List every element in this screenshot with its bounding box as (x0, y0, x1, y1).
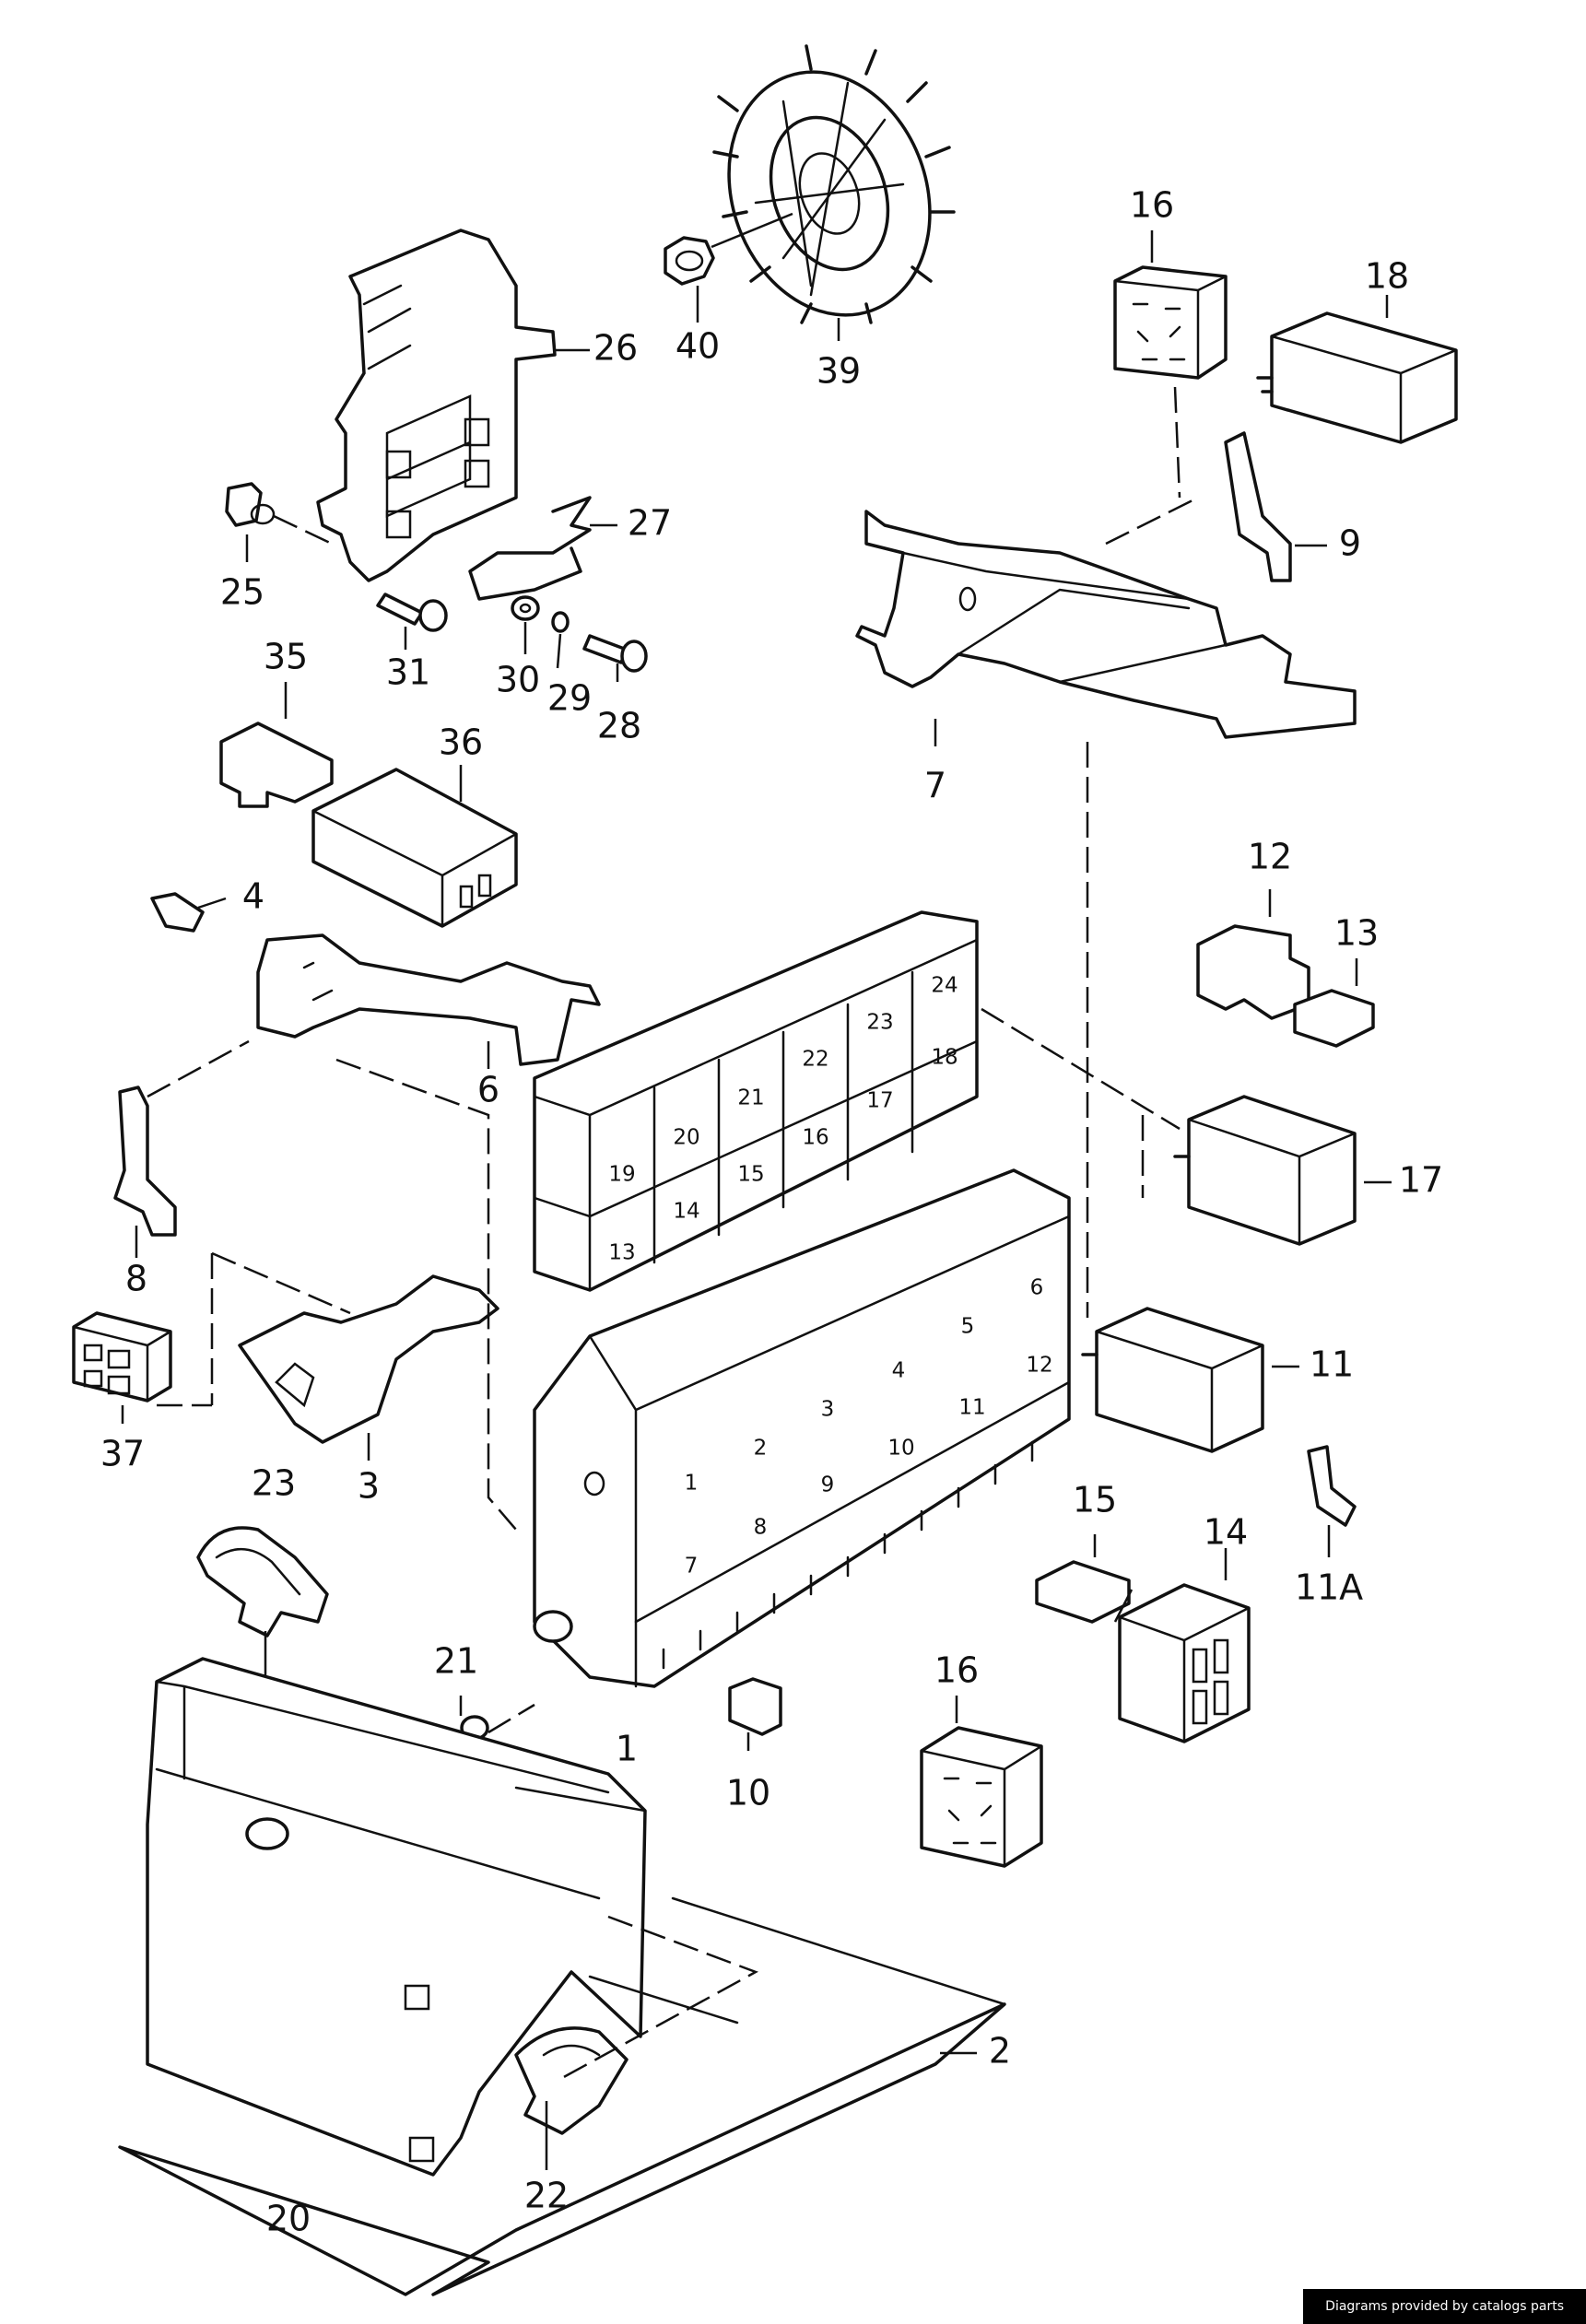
callout-37: 37 (100, 1434, 145, 1474)
fuse-pos-2: 2 (754, 1437, 768, 1461)
bracket-assembly-part (316, 229, 617, 601)
fuse-pos-3: 3 (821, 1398, 835, 1422)
callout-26: 26 (593, 328, 638, 369)
relay-pos-19: 19 (608, 1163, 635, 1187)
clip-25-part (225, 482, 333, 562)
relay-17-part (1173, 1095, 1392, 1246)
bracket-7-part (855, 510, 1357, 746)
connector-13-part (1293, 958, 1375, 1048)
washers-screw-28-30-part (511, 595, 648, 682)
callout-3: 3 (358, 1466, 380, 1507)
fuse-labels-group: 1 2 3 4 5 6 7 8 9 10 11 12 (685, 1276, 1053, 1579)
relay-pos-15: 15 (737, 1163, 764, 1187)
callout-13: 13 (1334, 913, 1379, 954)
relay-pos-24: 24 (931, 974, 957, 998)
bracket-9-part (1224, 431, 1327, 582)
relay-pos-20: 20 (673, 1126, 699, 1150)
callout-40: 40 (676, 326, 720, 367)
relay-panel-part: 24 23 22 21 20 19 18 17 16 15 14 13 (533, 910, 979, 1292)
callout-2: 2 (989, 2031, 1011, 2072)
callout-22: 22 (524, 2176, 569, 2216)
callout-6: 6 (477, 1070, 499, 1110)
socket-14-part (1118, 1548, 1251, 1743)
clamp-22-part (514, 2026, 629, 2170)
fuse-pos-4: 4 (892, 1359, 906, 1383)
connector-12-part (1196, 889, 1310, 1020)
fuse-pos-10: 10 (887, 1437, 914, 1461)
trim-panel-2-part (118, 1896, 1006, 2296)
callout-10: 10 (726, 1773, 770, 1813)
bracket-11A-part (1307, 1445, 1357, 1557)
relay-18-part (1256, 295, 1458, 444)
callout-12: 12 (1248, 837, 1292, 877)
fuse-pos-8: 8 (754, 1516, 768, 1540)
callout-11: 11 (1310, 1344, 1354, 1385)
callout-8: 8 (125, 1259, 147, 1299)
connector-37-part (72, 1311, 172, 1424)
assembly-lines (147, 496, 1199, 2080)
fuse-box-part: 1 2 3 4 5 6 7 8 9 10 11 12 (533, 1168, 1071, 1688)
callout-labels: 1 2 3 4 6 7 8 9 10 11 11A 12 13 14 15 16… (100, 185, 1443, 2239)
callout-30: 30 (496, 660, 540, 700)
relay-socket-16-top-part (1113, 230, 1228, 499)
callout-29: 29 (547, 678, 592, 719)
callout-17: 17 (1399, 1160, 1443, 1201)
callout-18: 18 (1365, 256, 1409, 297)
fuse-pos-6: 6 (1030, 1276, 1044, 1300)
relay-pos-23: 23 (866, 1011, 893, 1035)
fuse-pos-12: 12 (1026, 1354, 1052, 1378)
connector-36-part (311, 765, 518, 928)
callout-39: 39 (816, 351, 861, 392)
callout-15: 15 (1073, 1480, 1117, 1520)
screw-31-part (376, 593, 448, 650)
relay-labels-group: 24 23 22 21 20 19 18 17 16 15 14 13 (608, 974, 957, 1265)
ring-connector-part (712, 44, 956, 324)
diagram-credit: Diagrams provided by catalogs parts (1303, 2289, 1586, 2324)
fuse-pos-1: 1 (685, 1472, 699, 1496)
callout-4: 4 (242, 876, 264, 917)
fuse-pos-7: 7 (685, 1555, 699, 1579)
relay-socket-16-bottom-part (920, 1696, 1043, 1868)
relay-pos-18: 18 (931, 1046, 957, 1070)
callout-16-top: 16 (1130, 185, 1174, 226)
relay-pos-22: 22 (802, 1048, 828, 1072)
bracket-3-part (157, 1251, 499, 1461)
fuse-pos-9: 9 (821, 1473, 835, 1497)
fuse-holder-35-part (219, 682, 334, 808)
holder-15-part (1035, 1534, 1131, 1624)
relay-pos-16: 16 (802, 1126, 828, 1150)
clip-21-part (459, 1696, 535, 1741)
callout-28: 28 (597, 706, 641, 746)
callout-23: 23 (252, 1463, 296, 1504)
clip-10-part (728, 1677, 782, 1751)
callout-1: 1 (616, 1729, 638, 1769)
relay-pos-21: 21 (737, 1086, 764, 1110)
cover-panel-20-part (146, 1657, 647, 2177)
relay-pos-17: 17 (866, 1089, 893, 1113)
fuse-pos-5: 5 (961, 1315, 975, 1339)
fuse-pos-11: 11 (958, 1396, 985, 1420)
bracket-8-part (113, 1086, 177, 1258)
callout-27: 27 (628, 503, 672, 544)
callout-16-bottom: 16 (934, 1650, 979, 1691)
relay-11-part (1081, 1307, 1299, 1453)
callout-9: 9 (1339, 523, 1361, 564)
callout-36: 36 (439, 722, 483, 763)
callout-21: 21 (434, 1641, 478, 1682)
callout-25: 25 (220, 572, 264, 613)
callout-7: 7 (924, 766, 946, 806)
callout-35: 35 (264, 637, 308, 677)
bracket-6-part (256, 933, 601, 1069)
nut-part (664, 212, 793, 286)
clip-4-part (150, 892, 227, 933)
callout-11A: 11A (1295, 1567, 1363, 1608)
callout-20: 20 (266, 2199, 311, 2239)
relay-pos-13: 13 (608, 1241, 635, 1265)
callout-31: 31 (386, 652, 430, 693)
relay-pos-14: 14 (673, 1200, 699, 1224)
callout-14: 14 (1204, 1512, 1248, 1553)
clamp-23-part (196, 1526, 329, 1709)
